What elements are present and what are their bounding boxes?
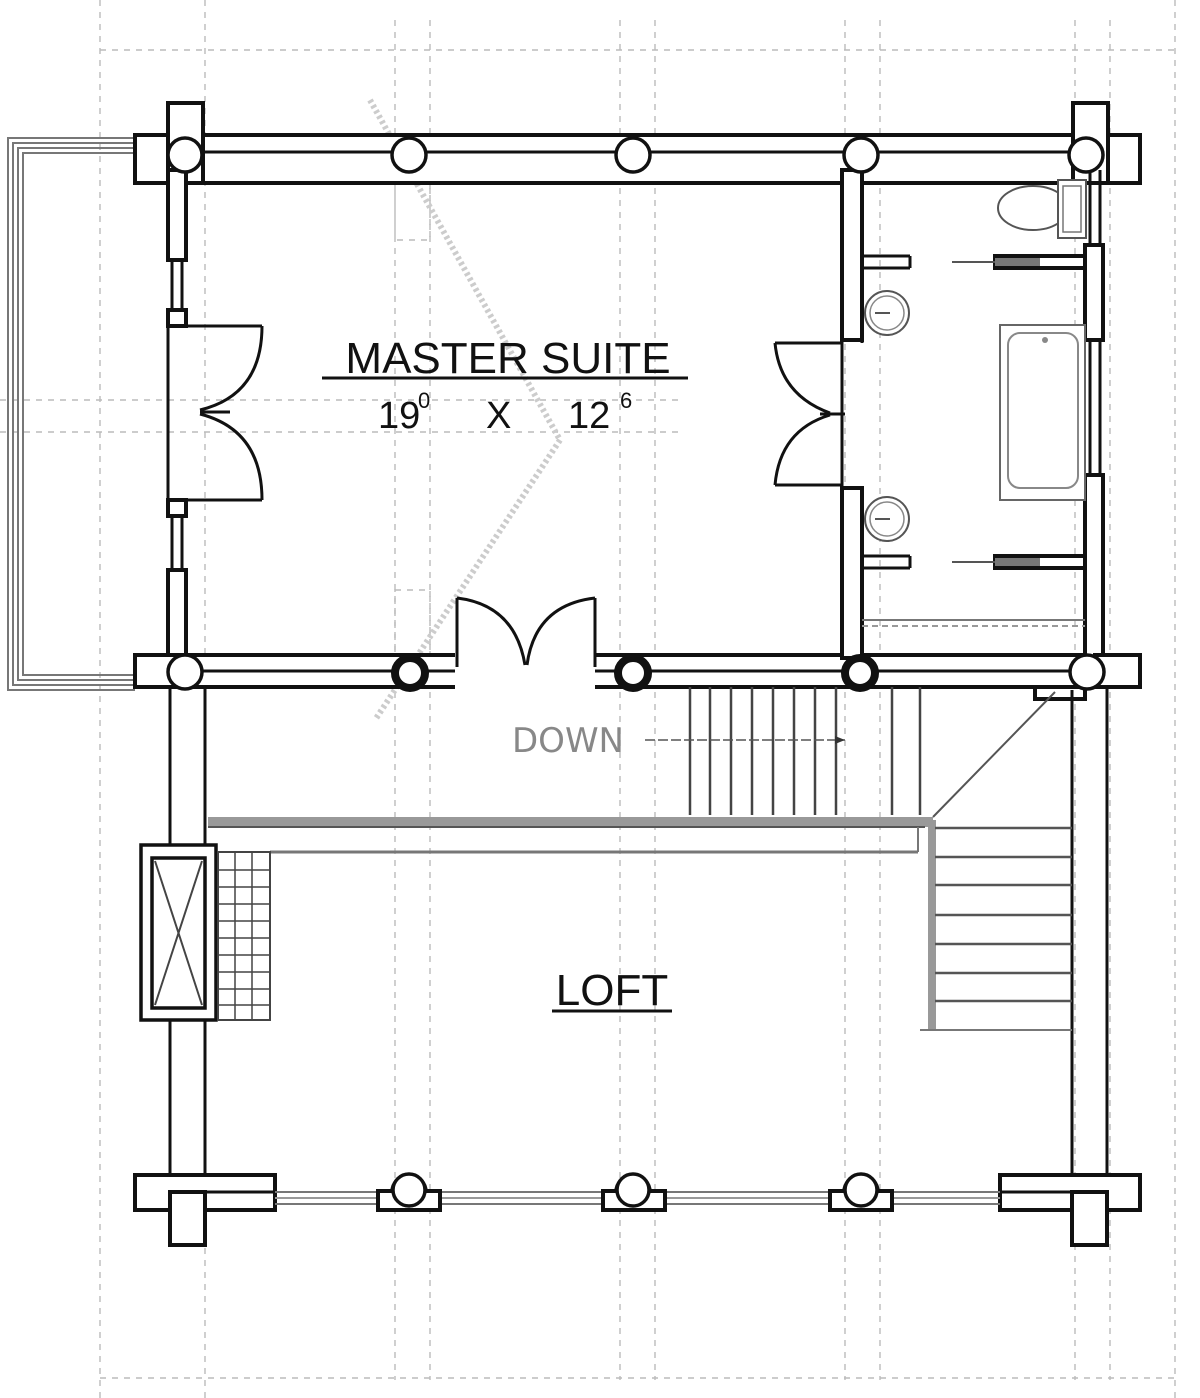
room-dim-separator: X xyxy=(486,395,511,437)
bath-double-door xyxy=(773,341,845,487)
sink-icon xyxy=(864,290,910,336)
loft-label: LOFT xyxy=(552,966,672,1015)
bathtub-icon xyxy=(999,324,1086,501)
loft-walls xyxy=(168,687,1109,1175)
diagonal-hatch xyxy=(367,98,563,722)
stair-treads-lower xyxy=(935,826,1072,1003)
center-double-door xyxy=(455,596,597,667)
stair-direction-arrow xyxy=(645,736,845,744)
room-depth: 12 xyxy=(568,395,610,437)
loft-railing xyxy=(208,691,1072,1031)
room-name: MASTER SUITE xyxy=(345,334,670,383)
room-width-inches: 0 xyxy=(418,388,430,413)
left-wall xyxy=(166,168,262,662)
left-double-door xyxy=(199,325,264,501)
hearth-tiles xyxy=(217,851,271,1021)
stair-down-label: DOWN xyxy=(512,721,624,761)
sink-icon xyxy=(864,496,910,542)
deck xyxy=(7,137,135,691)
chimney-icon xyxy=(139,843,218,1022)
room-width: 19 xyxy=(378,395,420,437)
room-depth-inches: 6 xyxy=(620,388,632,413)
room-name: LOFT xyxy=(556,966,668,1015)
bottom-wall xyxy=(133,1172,1142,1247)
stair-treads-upper xyxy=(688,687,922,815)
posts xyxy=(133,136,1142,692)
bathroom xyxy=(840,168,1105,662)
master-suite-label: MASTER SUITE 19 0 X 12 6 xyxy=(322,334,688,437)
toilet-icon xyxy=(997,179,1087,239)
